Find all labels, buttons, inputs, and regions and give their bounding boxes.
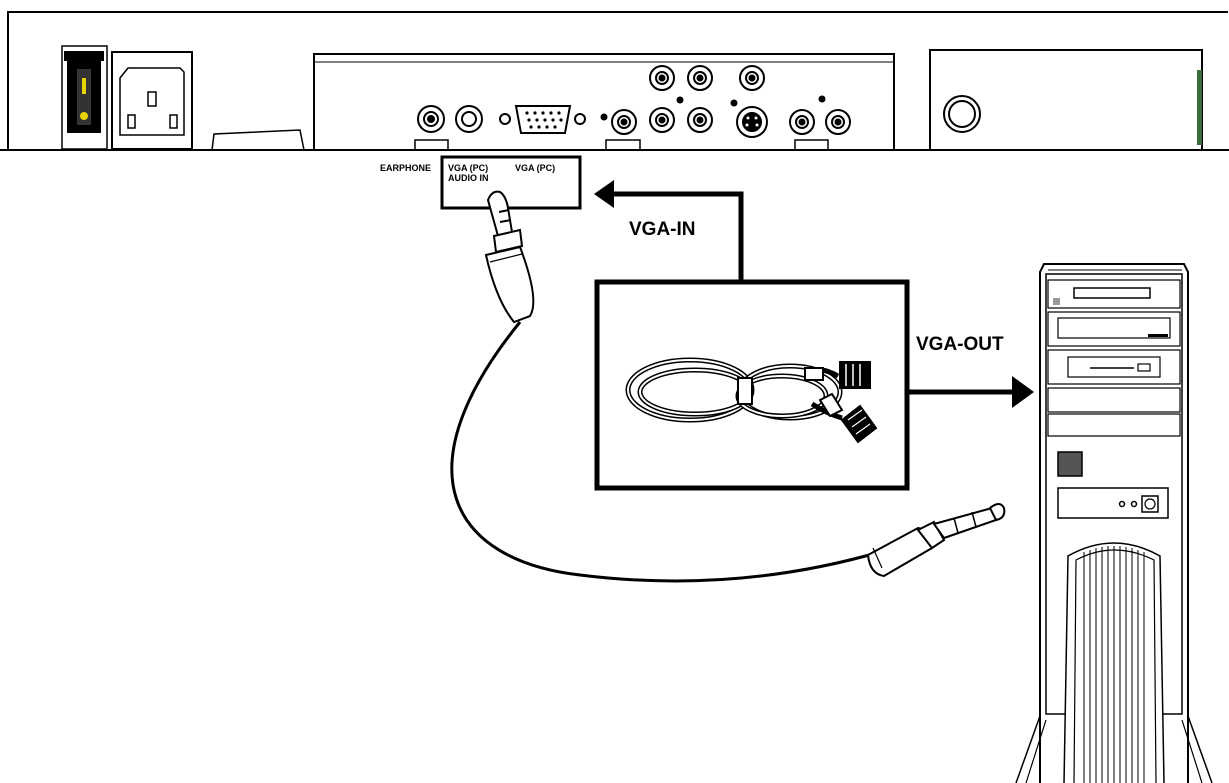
port-callout: EARPHONE VGA (PC) AUDIO IN VGA (PC) — [380, 155, 582, 210]
connector-bay — [313, 53, 895, 150]
power-switch-icon — [61, 45, 108, 150]
vga-audio-label-line1: VGA (PC) — [448, 163, 488, 173]
vga-out-arrow: VGA-OUT — [907, 334, 1034, 408]
s-video-port-icon — [736, 106, 768, 138]
vga-audio-label-line2: AUDIO IN — [448, 173, 489, 183]
audio-plug-bottom-icon — [866, 503, 1006, 578]
earphone-jack-icon — [417, 105, 445, 133]
tv-rear-panel — [0, 11, 1229, 151]
vga-in-label: VGA-IN — [629, 219, 696, 240]
vga-out-label: VGA-OUT — [916, 334, 1004, 355]
audio-cable — [450, 190, 1006, 583]
vga-in-arrow: VGA-IN — [594, 180, 744, 282]
vga-audio-in-jack-icon — [455, 105, 483, 133]
ac-power-inlet-icon — [111, 51, 193, 150]
av-rca-jacks — [600, 65, 851, 135]
right-bay — [929, 49, 1203, 150]
pc-tower-icon — [1015, 263, 1213, 783]
vga-pc-label: VGA (PC) — [515, 163, 555, 173]
vga-cable-icon — [625, 357, 878, 444]
earphone-label: EARPHONE — [380, 163, 431, 173]
vga-port-icon — [499, 105, 586, 134]
audio-plug-top-icon — [484, 190, 535, 324]
vga-cable-box — [594, 279, 910, 491]
